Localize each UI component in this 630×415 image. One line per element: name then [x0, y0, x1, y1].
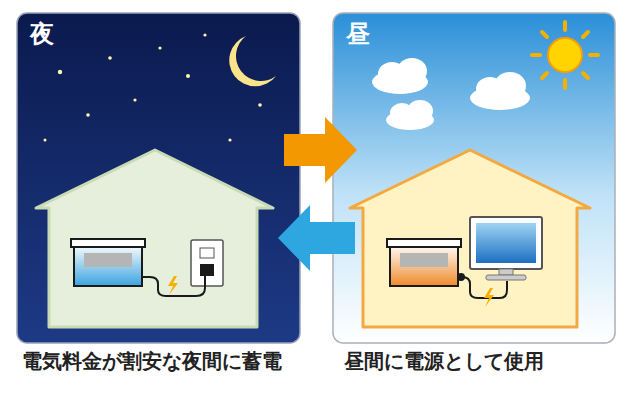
night-panel — [17, 13, 300, 343]
clouds — [372, 58, 530, 130]
power-cord — [458, 277, 507, 298]
plug — [457, 273, 465, 281]
day-panel — [333, 13, 615, 343]
stars — [44, 33, 262, 141]
caption-text: 昼間に電源として使用 — [344, 348, 624, 375]
caption-text: 電気料金が割安な夜間に蓄電 — [22, 348, 314, 375]
time-panel: 夜 — [17, 13, 300, 343]
panel-title: 昼 — [346, 21, 370, 47]
lightning-symbol — [168, 276, 178, 295]
wall-outlet — [191, 240, 223, 286]
monitor — [470, 217, 542, 280]
flow-arrow — [278, 205, 355, 271]
panel-title: 夜 — [30, 21, 54, 47]
power-cord — [142, 272, 205, 296]
sun — [532, 22, 598, 88]
storage-battery — [71, 239, 145, 286]
storage-battery — [387, 239, 461, 286]
flow-arrow — [284, 117, 357, 183]
day-house — [350, 150, 590, 327]
moon — [229, 36, 276, 86]
lightning-symbol — [484, 288, 494, 307]
time-panel: 昼 — [333, 13, 615, 343]
night-house — [36, 150, 273, 327]
